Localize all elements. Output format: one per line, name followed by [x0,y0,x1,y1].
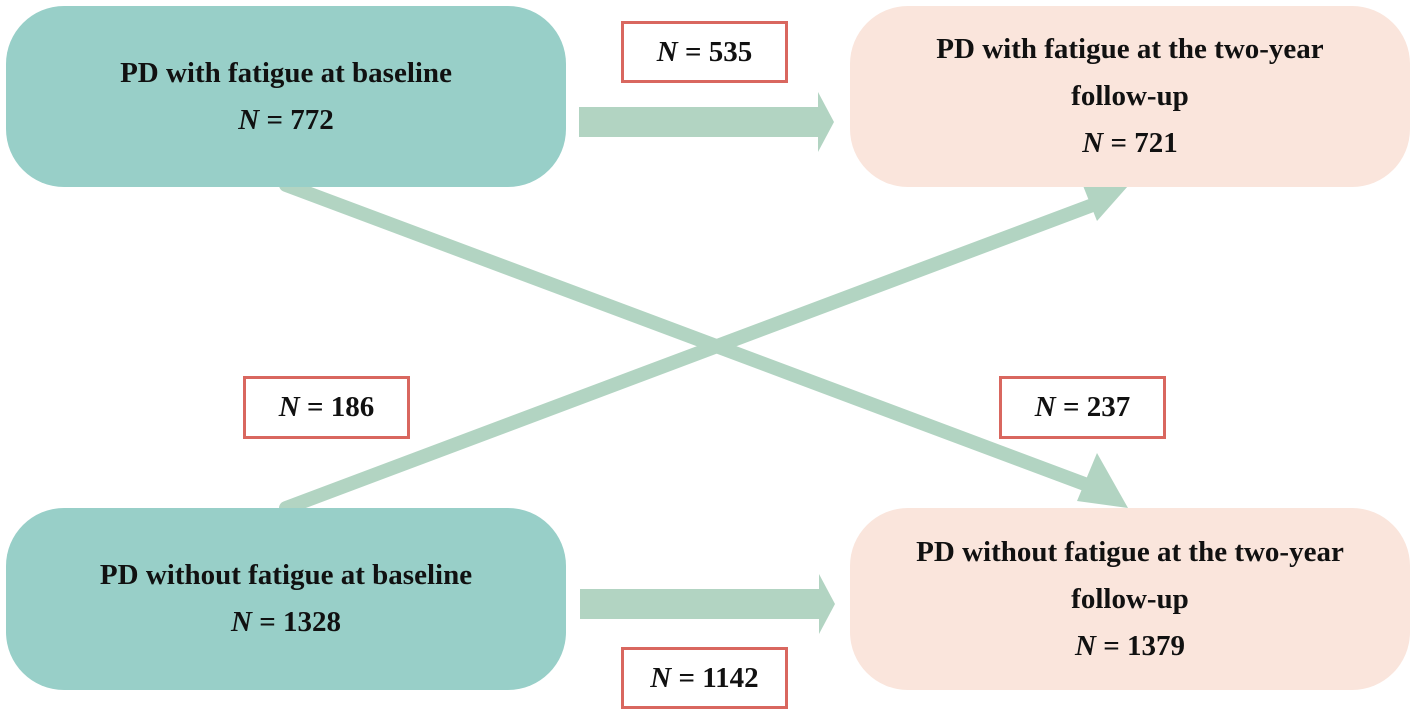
box-title-line1: PD with fatigue at the two-year [936,33,1324,65]
box-count: N = 772 [238,103,334,136]
baseline-with-fatigue-box: PD with fatigue at baseline N = 772 [6,6,566,187]
transition-label-with-to-without: N = 237 [999,376,1166,439]
arrow-without-to-without [580,574,835,634]
transition-label-with-to-with: N = 535 [621,21,788,83]
box-title-line2: follow-up [1071,582,1189,615]
followup-with-fatigue-box: PD with fatigue at the two-year follow-u… [850,6,1410,187]
box-title: PD with fatigue at baseline [120,56,452,89]
arrow-with-to-without [279,178,1128,508]
transition-label-without-to-without: N = 1142 [621,647,788,709]
box-title-line2: follow-up [1071,80,1189,112]
box-count: N = 1328 [231,606,341,638]
box-title-line1: PD without fatigue at the two-year [916,535,1344,568]
box-title: PD without fatigue at baseline [99,559,473,591]
box-count: N = 721 [1082,127,1178,159]
followup-without-fatigue-box: PD without fatigue at the two-year follo… [850,508,1410,690]
baseline-without-fatigue-box: PD without fatigue at baseline N = 1328 [6,508,566,690]
transition-label-without-to-with: N = 186 [243,376,410,439]
arrow-with-to-with [579,92,834,152]
box-count: N = 1379 [1075,629,1185,662]
